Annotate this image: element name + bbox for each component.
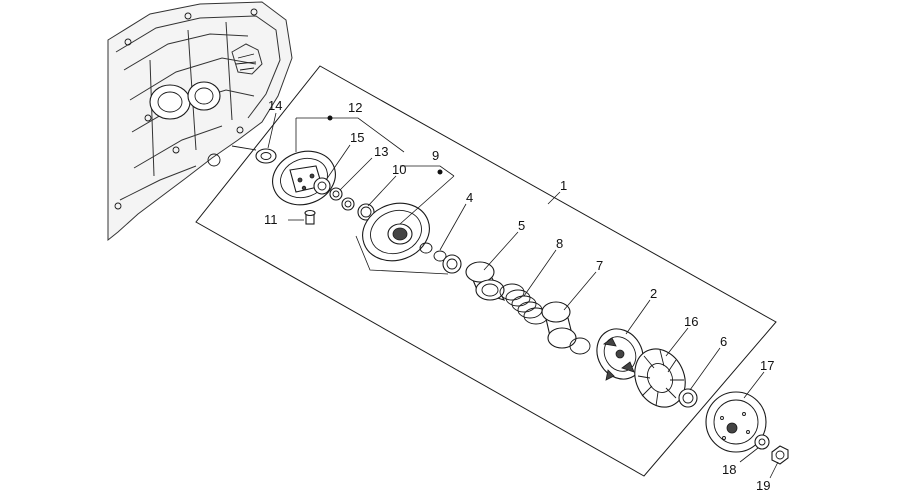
part-19-nut <box>771 445 789 465</box>
part-4-o-rings <box>419 242 462 274</box>
callout-18: 18 <box>722 462 736 477</box>
callout-13: 13 <box>374 144 388 159</box>
callout-4: 4 <box>466 190 473 205</box>
leader-lines <box>267 112 779 479</box>
callout-16: 16 <box>684 314 698 329</box>
part-6-ring <box>678 388 698 408</box>
callout-10: 10 <box>392 162 406 177</box>
callout-7: 7 <box>596 258 603 273</box>
part-12-half-pulley <box>272 150 336 206</box>
callout-9: 9 <box>432 148 439 163</box>
callout-12: 12 <box>348 100 362 115</box>
part-2-clutch-assembly <box>596 328 644 381</box>
part-9-movable-pulley <box>362 202 430 262</box>
callout-17: 17 <box>760 358 774 373</box>
callout-labels: 1 2 4 5 6 7 8 9 10 11 12 13 14 15 16 17 … <box>264 98 774 492</box>
part-18-washer <box>754 434 770 450</box>
callout-19: 19 <box>756 478 770 492</box>
callout-14: 14 <box>268 98 282 113</box>
part-15-bearing <box>313 177 331 195</box>
assembly-1-frame <box>195 65 777 477</box>
part-7-cup <box>541 301 591 355</box>
callout-6: 6 <box>720 334 727 349</box>
part-8-spring <box>499 283 549 325</box>
part-5-sleeve <box>465 261 506 301</box>
callout-8: 8 <box>556 236 563 251</box>
part-16-fan-pulley <box>634 348 686 408</box>
part-17-clutch-bell <box>705 391 767 453</box>
part-13-circlip <box>329 187 355 211</box>
callout-11: 11 <box>264 212 278 227</box>
callout-15: 15 <box>350 130 364 145</box>
callout-2: 2 <box>650 286 657 301</box>
callout-5: 5 <box>518 218 525 233</box>
part-11-screw <box>304 209 316 225</box>
part-14-oil-seal <box>255 148 277 164</box>
crankcase-housing <box>107 1 293 242</box>
callout-1: 1 <box>560 178 567 193</box>
